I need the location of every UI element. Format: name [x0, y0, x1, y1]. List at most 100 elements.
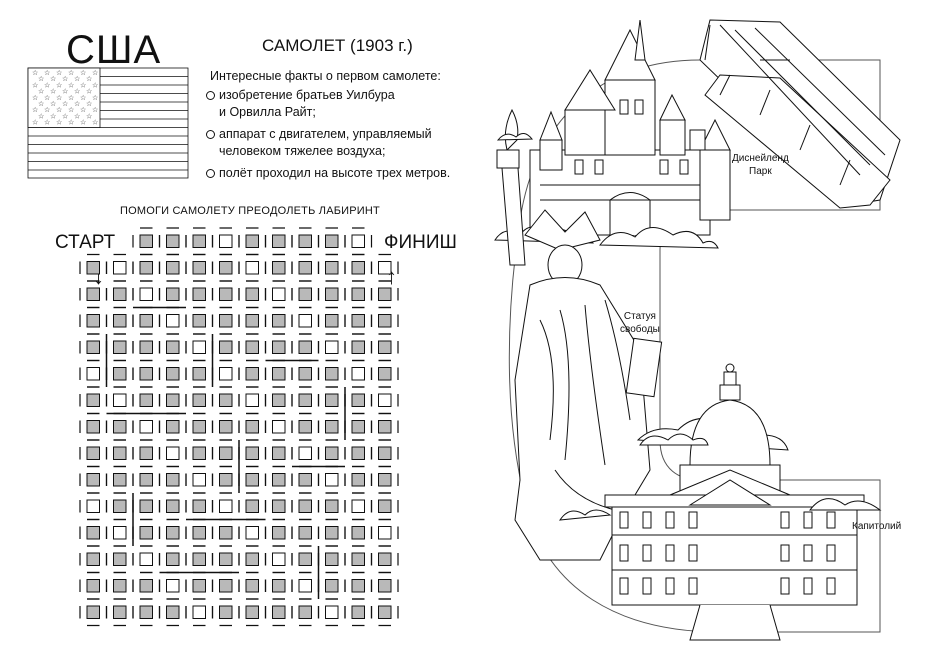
maze-block	[272, 420, 286, 434]
maze-block	[245, 314, 259, 328]
maze-block	[272, 393, 286, 407]
maze-block	[139, 314, 153, 328]
maze-wall	[185, 571, 214, 600]
maze-block	[139, 579, 153, 593]
disneyland-label-line: Парк	[749, 166, 772, 177]
maze-block	[166, 420, 180, 434]
maze-block	[272, 234, 286, 248]
flag-star-icon: ☆	[92, 119, 98, 127]
wright-flyer-icon	[699, 19, 901, 209]
maze-finish-label: ФИНИШ	[384, 232, 457, 253]
flag-star-icon: ☆	[92, 81, 98, 89]
capitol-window	[642, 544, 652, 562]
maze-block	[219, 446, 233, 460]
maze-wall	[264, 571, 293, 600]
maze-block	[166, 526, 180, 540]
maze-wall	[291, 598, 320, 627]
maze-block	[192, 605, 206, 619]
maze-wall	[370, 306, 399, 335]
maze-block	[192, 287, 206, 301]
maze-wall	[158, 333, 187, 362]
maze-block	[298, 314, 312, 328]
maze-block	[378, 473, 392, 487]
capitol-window	[688, 544, 698, 562]
maze-wall	[238, 386, 267, 415]
maze-wall	[158, 518, 187, 547]
maze-wall	[344, 492, 373, 521]
maze-wall	[238, 545, 267, 574]
maze-block	[298, 234, 312, 248]
maze-wall	[370, 359, 399, 388]
maze-block	[378, 605, 392, 619]
maze-wall	[105, 280, 134, 309]
maze-block	[298, 420, 312, 434]
maze-wall	[185, 465, 214, 494]
maze-wall	[211, 545, 240, 574]
capitol-window	[803, 577, 813, 595]
flag-star-icon: ☆	[62, 88, 68, 96]
maze-block	[219, 579, 233, 593]
maze-block	[113, 287, 127, 301]
maze-wall	[370, 492, 399, 521]
maze-block	[219, 526, 233, 540]
maze-block	[325, 234, 339, 248]
flag-star-icon: ☆	[44, 106, 50, 114]
maze-block	[192, 314, 206, 328]
maze-wall	[211, 598, 240, 627]
maze-block	[245, 234, 259, 248]
maze-wall	[344, 253, 373, 282]
maze-wall	[291, 333, 320, 362]
facts-intro: Интересные факты о первом самолете:	[210, 69, 441, 83]
maze-block	[219, 367, 233, 381]
maze-block	[86, 499, 100, 513]
maze-wall	[370, 439, 399, 468]
maze-wall	[317, 359, 346, 388]
maze-block	[298, 473, 312, 487]
maze-block	[325, 367, 339, 381]
maze-block	[113, 473, 127, 487]
maze-block	[219, 420, 233, 434]
maze-wall	[158, 386, 187, 415]
maze-title: ПОМОГИ САМОЛЕТУ ПРЕОДОЛЕТЬ ЛАБИРИНТ	[120, 205, 380, 217]
maze-block	[113, 526, 127, 540]
maze-wall	[132, 465, 161, 494]
maze-block	[245, 473, 259, 487]
maze-wall	[105, 359, 134, 388]
maze-wall	[317, 227, 346, 256]
maze-wall	[238, 333, 267, 362]
maze-wall	[370, 598, 399, 627]
maze-wall	[238, 253, 267, 282]
maze-wall	[317, 280, 346, 309]
maze-wall	[211, 518, 240, 547]
capitol-window	[619, 511, 629, 529]
flag-star-icon: ☆	[62, 112, 68, 120]
capitol-window	[665, 544, 675, 562]
maze-wall	[211, 227, 240, 256]
bullet-icon	[206, 169, 215, 178]
maze-wall	[158, 492, 187, 521]
maze-block	[139, 473, 153, 487]
maze-wall	[344, 412, 373, 441]
maze-wall	[344, 439, 373, 468]
maze-block	[192, 420, 206, 434]
fact-item: аппарат с двигателем, управляемый челове…	[204, 126, 474, 160]
maze-wall	[132, 545, 161, 574]
maze-block	[139, 420, 153, 434]
flag-star-icon: ☆	[38, 100, 44, 108]
maze-wall	[79, 306, 108, 335]
fact-line: изобретение братьев Уилбура	[219, 88, 395, 102]
maze-wall	[344, 306, 373, 335]
maze-wall	[105, 518, 134, 547]
flag-star-icon: ☆	[80, 106, 86, 114]
maze-wall	[105, 253, 134, 282]
maze-block	[298, 526, 312, 540]
capitol-window	[619, 544, 629, 562]
maze-block	[298, 261, 312, 275]
flag-star-icon: ☆	[32, 106, 38, 114]
maze-wall	[185, 412, 214, 441]
capitol-window	[780, 577, 790, 595]
bullet-icon	[206, 91, 215, 100]
maze-block	[192, 234, 206, 248]
flag-star-icon: ☆	[50, 88, 56, 96]
maze-wall	[264, 227, 293, 256]
